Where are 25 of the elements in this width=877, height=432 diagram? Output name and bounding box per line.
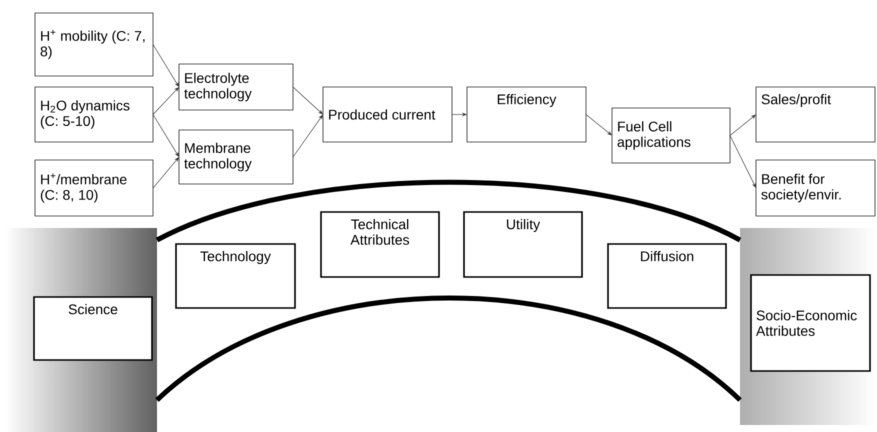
process-box: Efficiency xyxy=(466,86,586,142)
factor-box: H$_{2}$O dynamics (C: 5-10) xyxy=(34,86,154,142)
bridge-box: Technology xyxy=(175,243,296,309)
outcome-box: Benefit for society/envir. xyxy=(756,160,876,216)
process-box: Electrolyte technology xyxy=(178,64,294,110)
factor-box: H$^{+}$ mobility (C: 7, 8) xyxy=(34,12,154,76)
arrow xyxy=(730,135,756,188)
arrow xyxy=(586,114,612,136)
arrow xyxy=(292,86,323,114)
arrow xyxy=(152,114,179,157)
pillar-label-box: Science xyxy=(33,296,153,361)
process-box: Produced current xyxy=(322,86,452,142)
bridge-box: Diffusion xyxy=(607,243,727,309)
arrow xyxy=(730,114,756,136)
arrow xyxy=(152,157,179,188)
outcome-box: Sales/profit xyxy=(756,86,876,142)
pillar-label-box: Socio-Economic Attributes xyxy=(750,274,871,372)
process-box: Membrane technology xyxy=(178,130,294,184)
arrow xyxy=(152,87,179,115)
bridge-box: Technical Attributes xyxy=(320,211,440,278)
factor-box: H$^{+}$/membrane (C: 8, 10) xyxy=(34,160,154,216)
arrow xyxy=(152,44,179,87)
arrow xyxy=(292,114,323,158)
process-box: Fuel Cell applications xyxy=(612,108,730,164)
bridge-box: Utility xyxy=(463,211,583,278)
